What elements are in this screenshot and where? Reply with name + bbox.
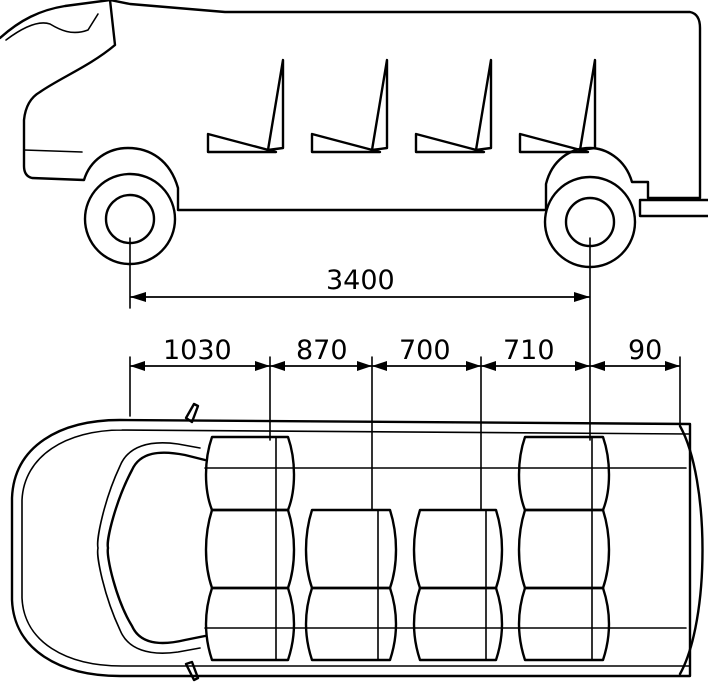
van-body-outline — [22, 0, 702, 212]
top-seat-row-4 — [517, 435, 611, 662]
side-seat-2 — [310, 58, 389, 154]
segment-5-label: 90 — [628, 335, 662, 366]
segment-3-label: 700 — [399, 335, 451, 366]
windshield-fragment — [0, 0, 112, 40]
rear-bumper — [638, 198, 708, 218]
top-seat-row-3 — [412, 508, 504, 662]
dashboard-inner-curve — [96, 442, 201, 654]
windshield-inner — [5, 13, 99, 41]
right-mirror — [184, 660, 200, 682]
top-inner-outline — [21, 429, 691, 667]
segment-2-label: 870 — [296, 335, 348, 366]
wheelbase-label: 3400 — [326, 265, 395, 296]
top-seat-row-1 — [204, 435, 296, 662]
segment-1-label: 1030 — [163, 335, 232, 366]
left-mirror — [184, 402, 200, 424]
front-bumper — [23, 149, 83, 153]
rear-door-curve — [678, 424, 704, 676]
dashboard-curve — [106, 451, 207, 645]
side-seat-3 — [414, 58, 493, 154]
side-seat-1 — [206, 58, 285, 154]
dimension-lines: 3400 1030 870 700 710 90 — [129, 237, 681, 511]
van-side-view — [0, 0, 708, 269]
top-body-outline — [10, 418, 692, 678]
van-top-view — [10, 402, 704, 682]
top-seat-row-2 — [304, 508, 398, 662]
segment-4-label: 710 — [503, 335, 555, 366]
side-seat-4 — [518, 58, 597, 154]
